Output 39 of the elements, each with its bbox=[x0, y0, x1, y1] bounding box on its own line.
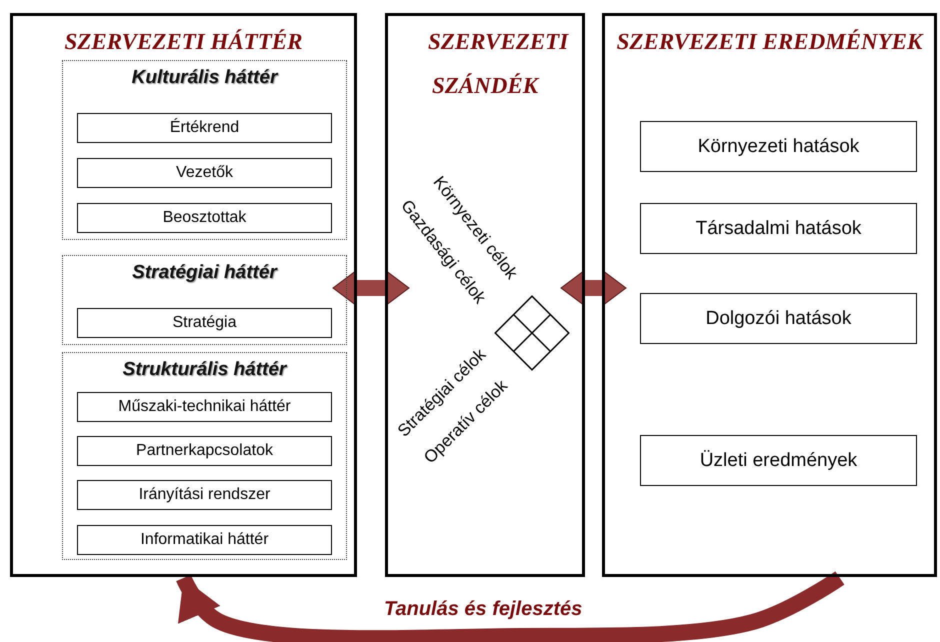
double-arrow bbox=[332, 270, 410, 306]
box-text: Beosztottak bbox=[162, 209, 246, 227]
panel-box bbox=[10, 13, 357, 577]
process-box bbox=[77, 203, 332, 233]
curved-arrow bbox=[176, 571, 844, 642]
group-box bbox=[62, 255, 347, 345]
process-box bbox=[77, 525, 332, 555]
group-box bbox=[62, 60, 347, 240]
group-heading: Kulturális háttér bbox=[130, 67, 280, 89]
process-box bbox=[640, 121, 917, 172]
panel-heading: SZERVEZETI SZÁNDÉK bbox=[427, 28, 570, 100]
process-box bbox=[77, 113, 332, 143]
process-box bbox=[640, 203, 917, 254]
panel-heading: SZERVEZETI EREDMÉNYEK bbox=[616, 28, 924, 56]
box-text: Vezetők bbox=[176, 164, 233, 182]
process-box bbox=[640, 293, 917, 344]
panel-heading: SZERVEZETI HÁTTÉR bbox=[64, 28, 304, 56]
box-text: Üzleti eredmények bbox=[700, 450, 858, 472]
box-text: Irányítási rendszer bbox=[138, 486, 270, 504]
process-box bbox=[77, 308, 332, 338]
process-box bbox=[77, 392, 332, 422]
process-box bbox=[77, 436, 332, 466]
double-arrow bbox=[560, 270, 626, 306]
process-box bbox=[77, 480, 332, 510]
panel-box bbox=[385, 13, 585, 577]
box-text: Dolgozói hatások bbox=[706, 308, 852, 330]
box-text: Társadalmi hatások bbox=[696, 218, 862, 240]
box-text: Műszaki-technikai háttér bbox=[118, 398, 291, 416]
process-box bbox=[640, 435, 917, 486]
group-box bbox=[62, 352, 347, 560]
box-text: Partnerkapcsolatok bbox=[136, 442, 273, 460]
panel-box bbox=[602, 13, 937, 577]
group-heading: Strukturális háttér bbox=[122, 359, 288, 381]
group-heading: Stratégiai háttér bbox=[131, 262, 278, 284]
box-text: Stratégia bbox=[172, 314, 237, 332]
box-text: Informatikai háttér bbox=[140, 531, 269, 549]
box-text: Környezeti hatások bbox=[698, 136, 860, 158]
process-box bbox=[77, 158, 332, 188]
box-text: Értékrend bbox=[170, 119, 240, 137]
